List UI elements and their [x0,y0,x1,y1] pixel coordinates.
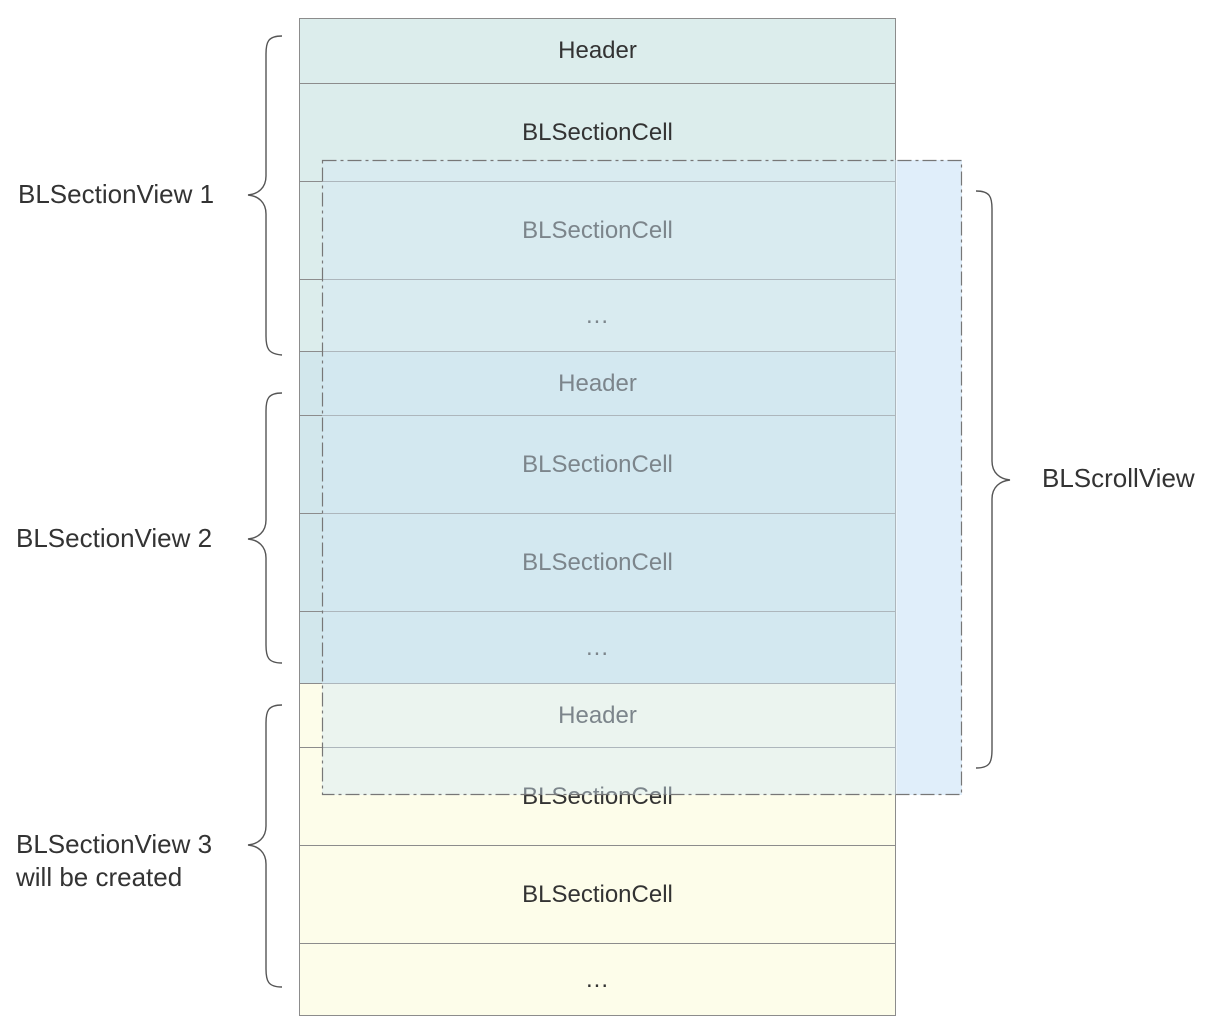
cell-label: BLSectionCell [522,450,673,478]
section2-cell-more: ... [299,611,896,684]
section3-cell-more: ... [299,943,896,1016]
scroll-view-label: BLScrollView [1042,463,1195,493]
cell-label: ... [585,301,609,329]
cell-label: Header [558,701,637,729]
cell-label: BLSectionCell [522,216,673,244]
section2-brace [247,392,283,664]
cell-label: BLSectionCell [522,548,673,576]
cell-label: BLSectionCell [522,880,673,908]
cell-label: Header [558,37,637,64]
section3-cell-2: BLSectionCell [299,845,896,944]
section2-header: Header [299,351,896,416]
section1-brace [247,35,283,356]
section2-cell-2: BLSectionCell [299,513,896,612]
cell-label: Header [558,369,637,397]
section1-cell-2: BLSectionCell [299,181,896,280]
section3-label-line1: BLSectionView 3 [16,829,213,859]
section3-brace [247,704,283,988]
cell-label: BLSectionCell [522,118,673,146]
cell-label: BLSectionCell [522,782,673,810]
section3-label-line2: will be created [16,862,183,892]
section3-cell-1: BLSectionCell [299,747,896,846]
section3-header: Header [299,683,896,748]
cell-label: ... [585,633,609,661]
scroll-view-brace [975,190,1011,769]
section1-cell-1: BLSectionCell [299,83,896,182]
scroll-view-area [897,160,962,795]
section1-label: BLSectionView 1 [18,179,215,209]
section2-cell-1: BLSectionCell [299,415,896,514]
section2-label: BLSectionView 2 [16,523,213,553]
section1-header: Header [299,18,896,84]
cell-label: ... [585,965,609,993]
section1-cell-more: ... [299,279,896,352]
